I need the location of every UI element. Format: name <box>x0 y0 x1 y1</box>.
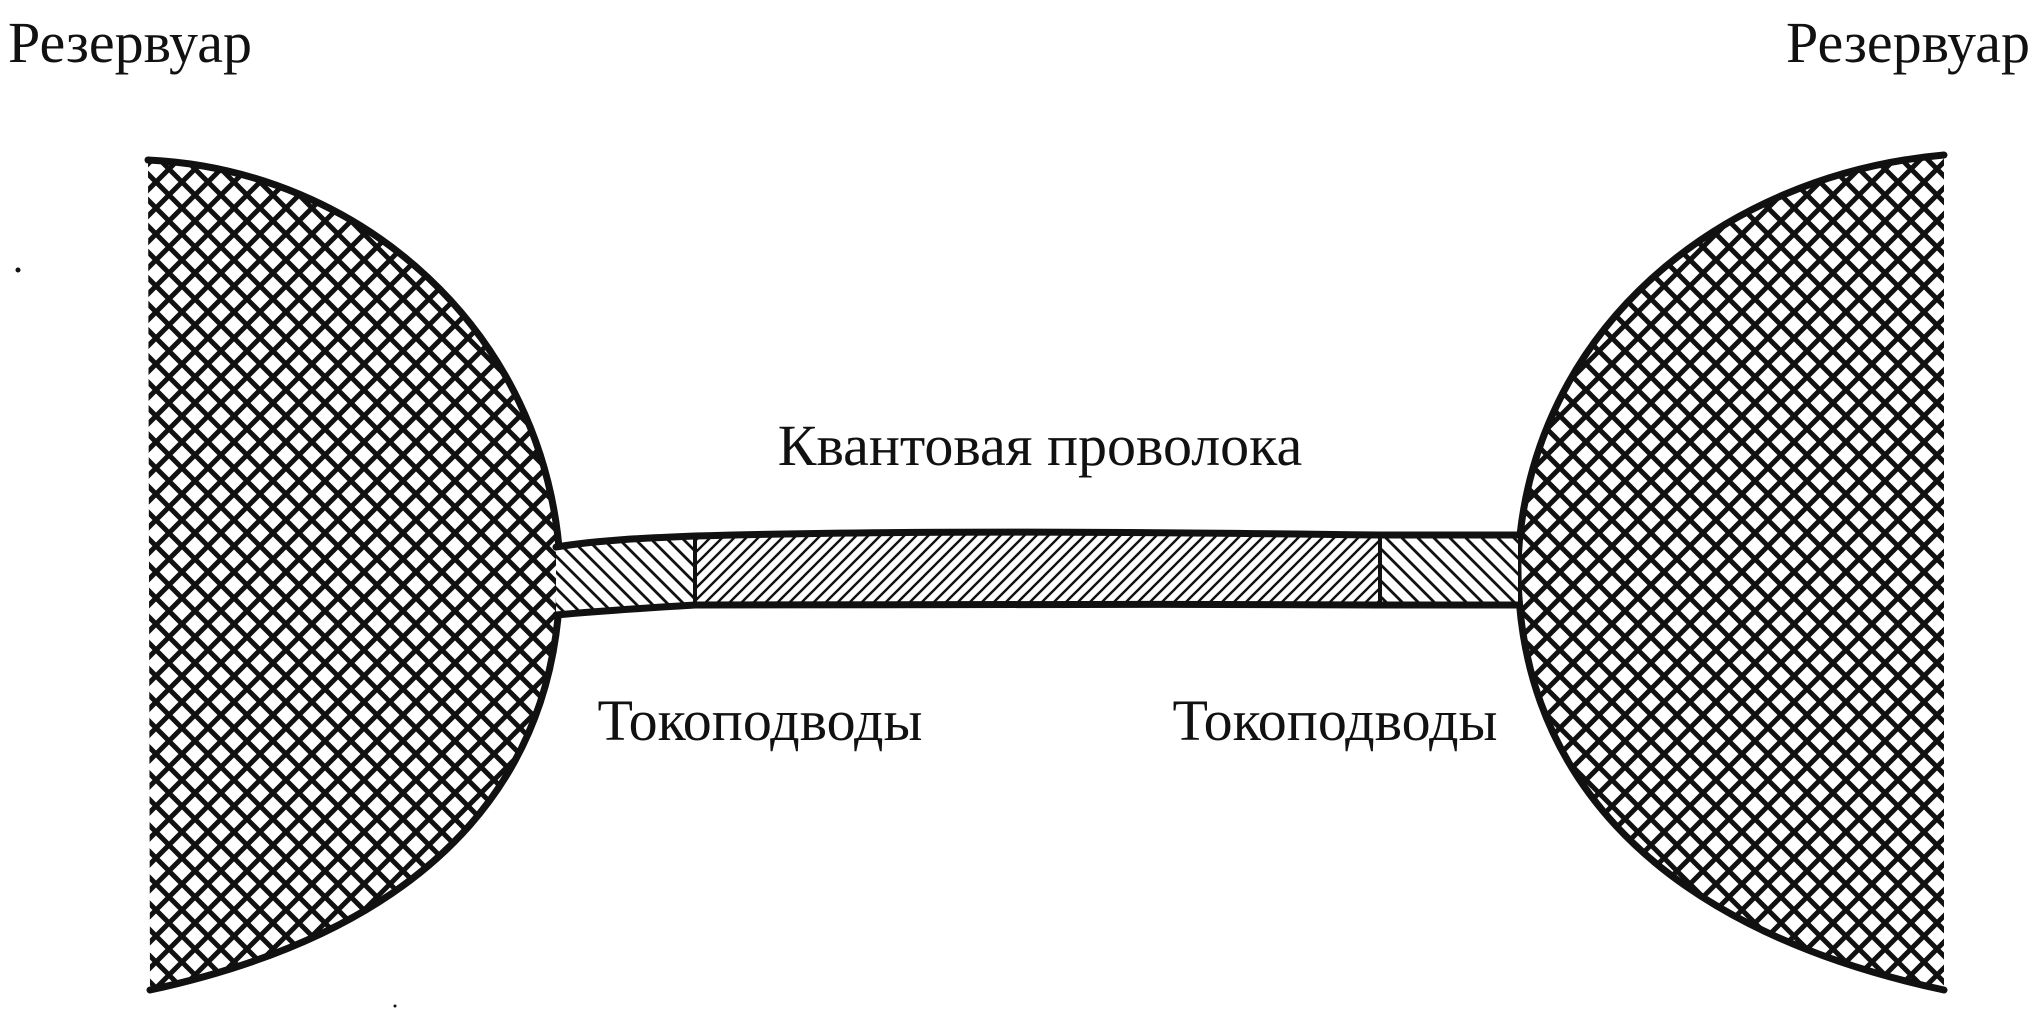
reservoir-label-left: Резервуар <box>8 10 252 75</box>
wire-top-edge <box>552 528 1522 551</box>
quantum-wire-label: Квантовая проволока <box>778 413 1302 478</box>
right-lead-segment <box>1380 535 1518 605</box>
quantum-wire-assembly <box>552 528 1522 619</box>
quantum-wire-segment <box>695 532 1380 605</box>
reservoir-label-right: Резервуар <box>1786 10 2030 75</box>
leads-label-left: Токоподводы <box>598 688 923 753</box>
leads-label-right: Токоподводы <box>1173 688 1498 753</box>
left-lead-segment <box>556 536 695 615</box>
scan-speck <box>393 1004 397 1008</box>
right-reservoir-fill <box>1517 155 1944 990</box>
wire-bottom-edge <box>552 600 1522 619</box>
scan-speck <box>15 267 21 273</box>
left-reservoir-fill <box>148 160 561 990</box>
right-reservoir <box>1514 151 1948 994</box>
left-reservoir <box>144 156 564 994</box>
